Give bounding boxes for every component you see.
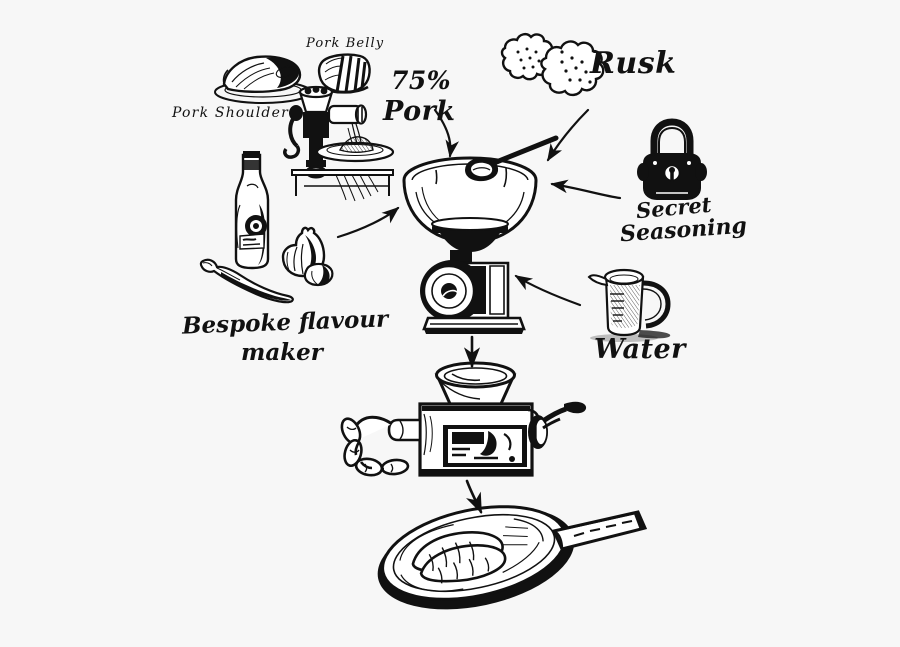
arrow-stuffer-to-pan [465, 479, 483, 514]
label-pork-belly: Pork Belly [306, 36, 385, 51]
label-bespoke-line2: maker [241, 339, 323, 366]
sausage-stuffer-illustration [340, 361, 587, 477]
meat-grinder-illustration [283, 85, 395, 202]
mixing-bowl-illustration [402, 135, 559, 334]
arrow-rusk-to-bowl [546, 108, 590, 162]
measuring-jug-illustration [587, 268, 671, 342]
label-rusk: Rusk [590, 46, 677, 81]
arrow-water-to-bowl [514, 274, 582, 307]
label-water: Water [594, 334, 686, 365]
label-percent-pork-line2: Pork [383, 96, 456, 127]
arrow-flavour-to-bowl [336, 206, 400, 239]
garlic-illustration [281, 226, 334, 287]
arrow-pork-to-bowl [433, 108, 459, 158]
chilli-illustration [199, 258, 294, 304]
pork-shoulder-illustration [214, 55, 312, 104]
beer-bottle-illustration [234, 151, 270, 270]
pork-belly-illustration [317, 53, 371, 94]
padlock-illustration [637, 118, 707, 200]
label-percent-pork-line1: 75% [391, 66, 452, 95]
rusk-illustration [500, 32, 605, 97]
frying-pan-illustration [377, 505, 648, 610]
label-pork-shoulder: Pork Shoulder [172, 105, 289, 121]
arrow-seasoning-to-bowl [550, 179, 622, 200]
